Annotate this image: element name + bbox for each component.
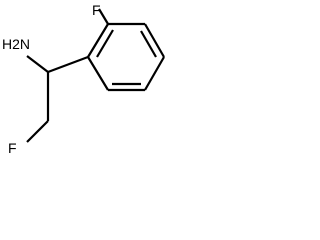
bond-ch2-to-f — [26, 120, 49, 143]
fluoro-bottom-label: F — [8, 140, 17, 155]
ring-bond-6 — [87, 56, 109, 91]
ring-bond-1 — [87, 23, 109, 58]
ring-double-bond-a — [96, 29, 114, 58]
bond-ring-to-f — [98, 8, 109, 25]
molecule-diagram: H2N F F — [2, 2, 165, 155]
fluoro-top-label: F — [92, 2, 101, 18]
bond-nh2-to-ch — [26, 55, 49, 73]
bond-ch-to-ring — [47, 55, 89, 74]
ring-bond-4 — [144, 56, 165, 91]
amine-label: H2N — [2, 36, 30, 52]
ring-double-bond-b — [140, 30, 157, 58]
ring-bond-3 — [144, 23, 165, 58]
structure-canvas: H2N F F — [0, 0, 166, 155]
